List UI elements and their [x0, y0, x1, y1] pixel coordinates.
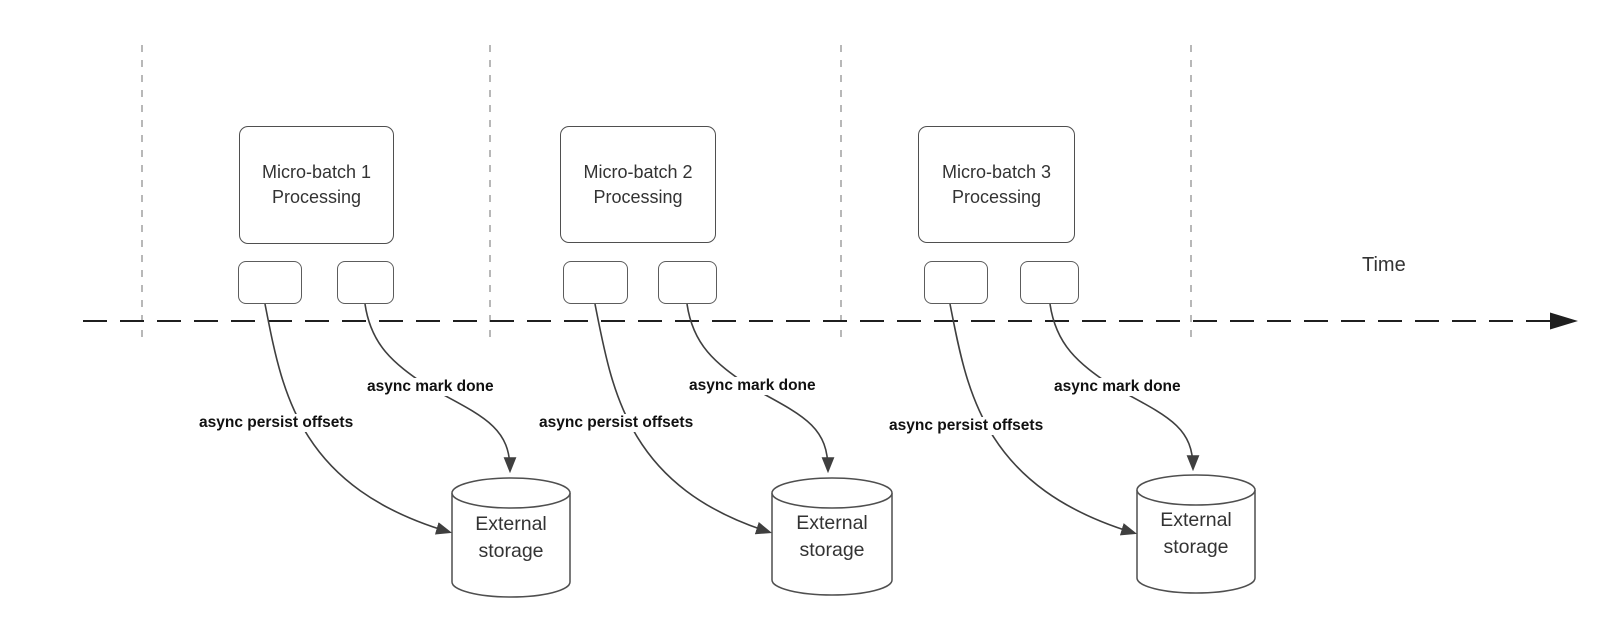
micro-batch-subtitle: Processing [951, 186, 1042, 207]
external-storage-label-3: External storage [1137, 490, 1255, 578]
cylinder-body [771, 493, 893, 596]
external-storage-cylinder-1 [451, 477, 571, 598]
storage-line-1: External [796, 511, 868, 534]
external-storage-cylinder-3 [1136, 474, 1256, 594]
done-chip-1 [337, 261, 394, 304]
offset-chip-1 [238, 261, 302, 304]
storage-line-1: External [475, 512, 547, 535]
cylinder-top [771, 477, 893, 509]
persist-offsets-label-1: async persist offsets [196, 414, 357, 432]
external-storage-cylinder-2 [771, 477, 893, 596]
external-storage-label-2: External storage [772, 493, 892, 580]
micro-batch-box-3: Micro-batch 3 Processing [918, 126, 1075, 243]
persist-offsets-arrow-2 [594, 303, 773, 535]
external-storage-label-1: External storage [452, 493, 570, 582]
time-axis-label: Time [1362, 254, 1406, 276]
offset-chip-2 [563, 261, 628, 304]
storage-line-2: storage [478, 539, 544, 562]
micro-batch-subtitle: Processing [271, 187, 362, 207]
micro-batch-box-2: Micro-batch 2 Processing [560, 126, 716, 243]
mark-done-label-1: async mark done [364, 378, 497, 396]
micro-batch-box-1: Micro-batch 1 Processing [239, 126, 394, 244]
cylinder-top [451, 477, 571, 509]
time-axis-arrowhead-icon [1550, 312, 1578, 330]
cylinder-body [451, 493, 571, 598]
storage-line-2: storage [1163, 536, 1229, 558]
done-chip-3 [1020, 261, 1079, 304]
persist-offsets-label-2: async persist offsets [536, 414, 697, 432]
persist-offsets-label-3: async persist offsets [886, 417, 1047, 435]
storage-line-2: storage [799, 538, 865, 561]
persist-offsets-arrow-1 [264, 303, 453, 535]
mark-done-label-3: async mark done [1051, 378, 1184, 396]
micro-batch-title: Micro-batch 2 [583, 161, 693, 182]
storage-line-1: External [1160, 509, 1232, 531]
cylinder-body [1136, 490, 1256, 594]
mark-done-label-2: async mark done [686, 377, 819, 395]
micro-batch-subtitle: Processing [593, 186, 683, 207]
cylinder-top [1136, 474, 1256, 506]
offset-chip-3 [924, 261, 988, 304]
done-chip-2 [658, 261, 717, 304]
micro-batch-title: Micro-batch 1 [261, 162, 372, 182]
micro-batch-title: Micro-batch 3 [941, 161, 1052, 182]
